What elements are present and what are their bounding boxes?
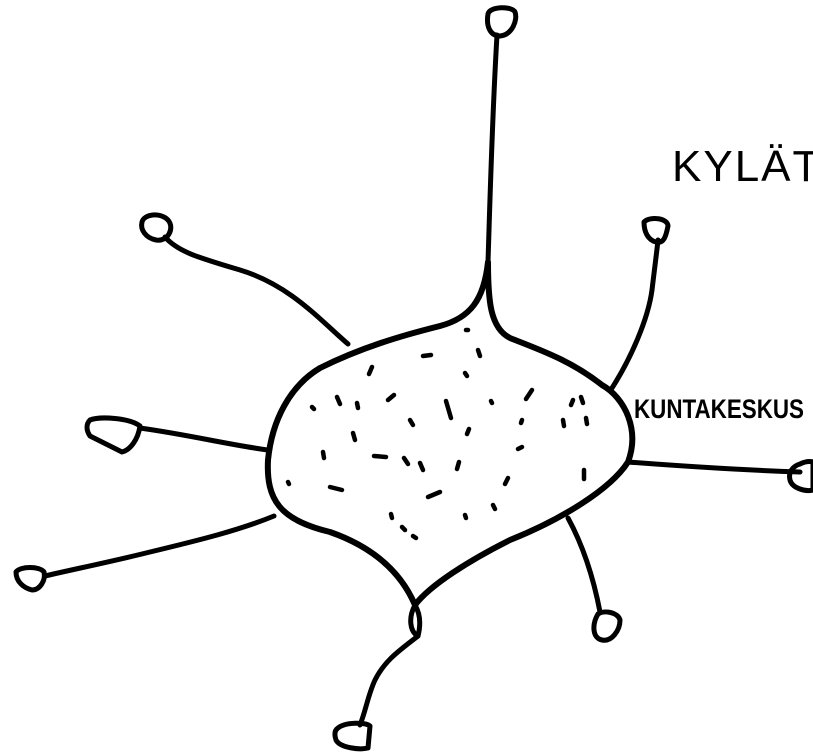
village-node-top xyxy=(488,8,516,36)
spoke-right xyxy=(628,462,813,491)
center-blob xyxy=(268,262,632,605)
villages-label: KYLÄT xyxy=(672,142,813,191)
village-node-left xyxy=(87,418,140,452)
spoke-lower-left xyxy=(16,516,274,590)
village-node-lower-left xyxy=(16,568,44,591)
village-node-bottom xyxy=(335,723,370,749)
spoke-lower-right xyxy=(568,518,620,640)
spoke-top xyxy=(488,8,516,262)
village-node-upper-left xyxy=(142,215,171,240)
spoke-left xyxy=(87,418,268,452)
village-node-lower-right xyxy=(594,612,620,640)
spoke-upper-left xyxy=(142,215,348,344)
spoke-bottom xyxy=(335,605,420,749)
center-label: KUNTAKESKUS xyxy=(634,394,804,424)
spoke-upper-right xyxy=(612,219,668,388)
village-node-right xyxy=(790,462,813,491)
